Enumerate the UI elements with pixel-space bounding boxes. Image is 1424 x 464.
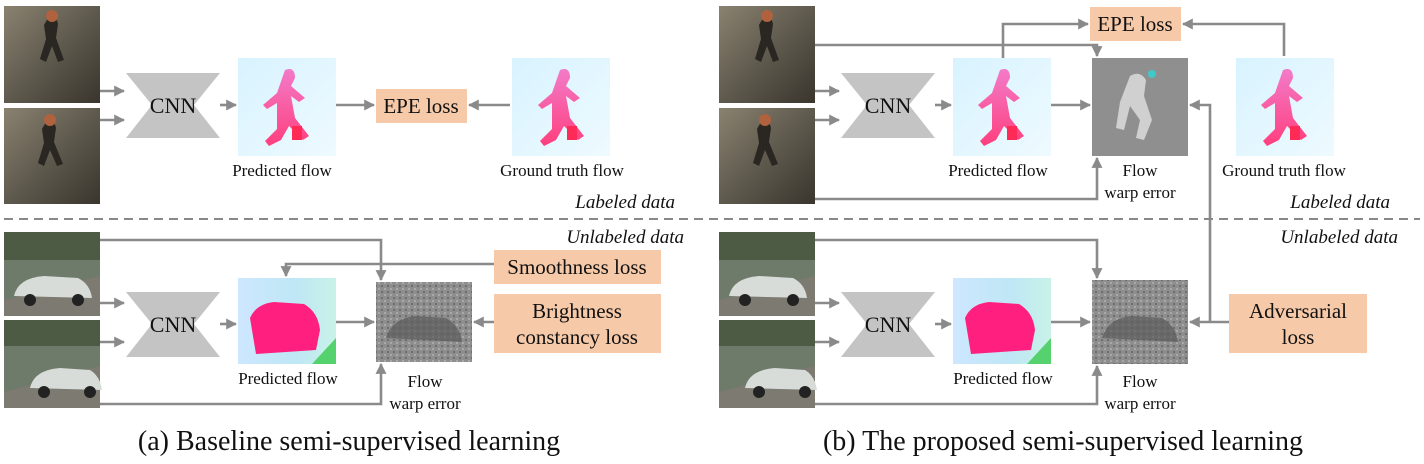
predicted-flow-a-bottom <box>238 278 336 364</box>
flow-warp-error-b-bottom-line2: warp error <box>1104 394 1176 413</box>
predicted-flow-b-top <box>953 58 1051 156</box>
brightness-line2: constancy loss <box>516 325 638 349</box>
predicted-flow-a-bottom-label: Predicted flow <box>238 369 338 388</box>
panel-b: CNN Predicted flow EPE loss Flow warp er… <box>719 6 1398 457</box>
cnn-block-a-top <box>126 73 220 138</box>
flow-warp-error-b-bottom <box>1092 280 1188 364</box>
cnn-block-a-bottom <box>126 292 220 357</box>
predicted-flow-a-top-label: Predicted flow <box>232 161 332 180</box>
ground-truth-flow-a <box>512 58 610 156</box>
input-frame-a-bottom-1 <box>4 232 100 316</box>
unlabeled-data-a-label: Unlabeled data <box>566 227 684 248</box>
predicted-flow-b-top-label: Predicted flow <box>948 161 1048 180</box>
brightness-line1: Brightness <box>532 299 622 323</box>
cnn-label-a-top: CNN <box>150 93 197 118</box>
input-frame-a-top-2 <box>4 108 100 204</box>
cnn-label-a-bottom: CNN <box>150 312 197 337</box>
cnn-label-b-top: CNN <box>865 93 912 118</box>
adversarial-loss-box <box>1229 294 1367 353</box>
cnn-block-b-bottom <box>841 292 935 357</box>
arrows-a <box>100 85 510 406</box>
input-frame-b-top-2 <box>719 108 815 204</box>
labeled-data-b-label: Labeled data <box>1289 192 1390 213</box>
panel-a: CNN Predicted flow EPE loss Ground truth… <box>4 6 684 457</box>
flow-warp-error-b-top-line1: Flow <box>1123 161 1159 180</box>
epe-loss-box-b <box>1090 7 1181 41</box>
flow-warp-error-b-top-line2: warp error <box>1104 183 1176 202</box>
ground-truth-flow-b-label: Ground truth flow <box>1222 161 1346 180</box>
caption-a: (a) Baseline semi-supervised learning <box>138 426 560 457</box>
epe-loss-b-label: EPE loss <box>1097 12 1172 36</box>
flow-warp-error-b-top <box>1092 58 1188 156</box>
unlabeled-data-b-label: Unlabeled data <box>1280 227 1398 248</box>
flow-warp-error-a-line2: warp error <box>389 394 461 413</box>
labeled-data-a-label: Labeled data <box>574 192 675 213</box>
smoothness-loss-box <box>494 250 661 284</box>
caption-b: (b) The proposed semi-supervised learnin… <box>823 426 1303 457</box>
input-frame-a-bottom-2 <box>4 320 102 408</box>
input-frame-b-bottom-1 <box>719 232 815 316</box>
cnn-block-b-top <box>841 73 935 138</box>
predicted-flow-a-top <box>238 58 336 156</box>
adversarial-line1: Adversarial <box>1249 299 1347 323</box>
smoothness-loss-label: Smoothness loss <box>507 255 646 279</box>
adversarial-line2: loss <box>1282 325 1315 349</box>
flow-warp-error-a <box>376 282 472 362</box>
flow-warp-error-b-bottom-line1: Flow <box>1123 372 1159 391</box>
arrows-b <box>815 18 1286 406</box>
epe-loss-a-label: EPE loss <box>383 94 458 118</box>
brightness-constancy-loss-box <box>494 294 661 353</box>
epe-loss-box-a <box>376 89 467 123</box>
predicted-flow-b-bottom <box>953 278 1051 364</box>
input-frame-a-top-1 <box>4 6 100 103</box>
predicted-flow-b-bottom-label: Predicted flow <box>953 369 1053 388</box>
cnn-label-b-bottom: CNN <box>865 312 912 337</box>
ground-truth-flow-a-label: Ground truth flow <box>500 161 624 180</box>
input-frame-b-top-1 <box>719 6 815 103</box>
ground-truth-flow-b <box>1236 58 1334 156</box>
input-frame-b-bottom-2 <box>719 320 817 408</box>
flow-warp-error-a-line1: Flow <box>408 372 444 391</box>
